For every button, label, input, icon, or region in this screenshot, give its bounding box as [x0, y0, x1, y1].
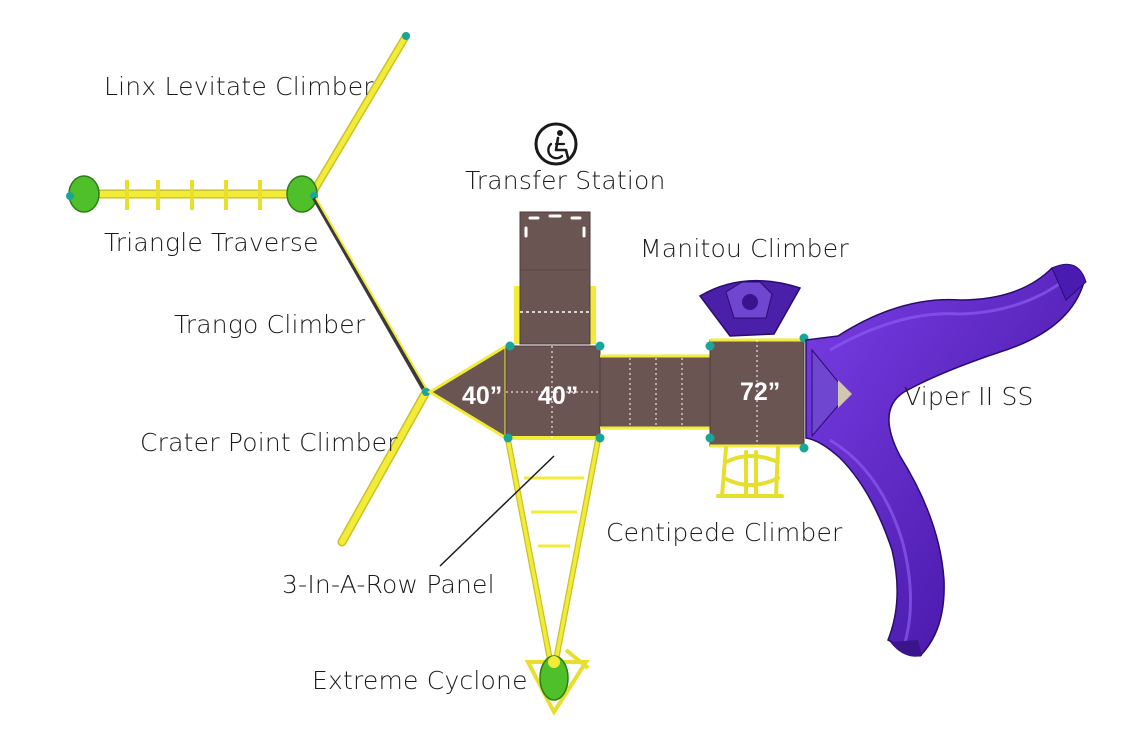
label-triangle-traverse: Triangle Traverse — [104, 228, 319, 257]
centipede-climber — [716, 446, 784, 498]
manitou-climber — [698, 279, 802, 337]
deck-label-72: 72” — [740, 378, 780, 406]
crater-point-climber — [337, 387, 431, 547]
label-crater-point-climber: Crater Point Climber — [140, 428, 398, 457]
label-3-in-a-row-panel: 3-In-A-Row Panel — [282, 570, 495, 599]
wheelchair-accessible-icon — [534, 122, 578, 166]
label-transfer-station: Transfer Station — [465, 166, 666, 195]
label-extreme-cyclone: Extreme Cyclone — [312, 666, 528, 695]
label-viper-ii-ss: Viper II SS — [904, 382, 1034, 411]
linx-levitate-climber — [308, 32, 410, 198]
deck-label-40-left: 40” — [462, 382, 502, 410]
callout-leader-line — [439, 455, 555, 567]
viper-ii-ss-slide — [805, 263, 1087, 657]
label-manitou-climber: Manitou Climber — [640, 234, 849, 263]
extreme-cyclone — [524, 648, 590, 716]
label-trango-climber: Trango Climber — [174, 310, 366, 339]
trango-climber — [312, 197, 427, 391]
deck-label-40-right: 40” — [538, 382, 578, 410]
three-in-a-row-panel — [505, 439, 601, 661]
triangle-traverse — [66, 175, 318, 213]
main-deck-structure: 40” 40” 72” — [427, 333, 809, 453]
transfer-station — [514, 211, 596, 345]
label-linx-levitate-climber: Linx Levitate Climber — [104, 72, 374, 101]
label-centipede-climber: Centipede Climber — [606, 518, 843, 547]
